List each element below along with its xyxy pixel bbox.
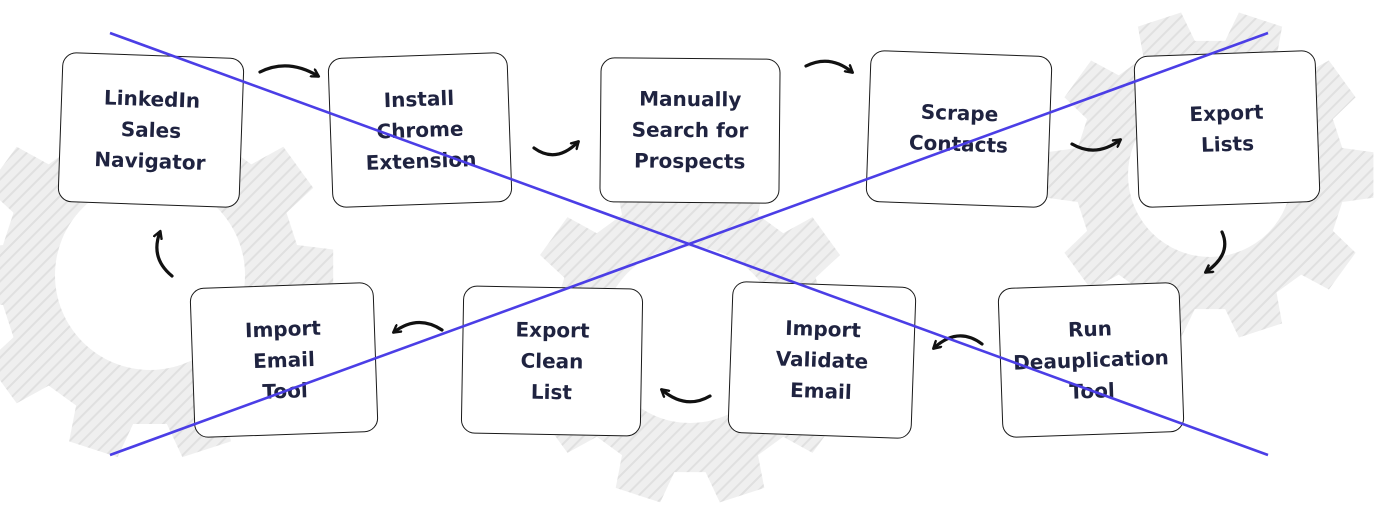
- step-linkedin-sales-navigator: LinkedIn Sales Navigator: [57, 51, 245, 209]
- step-label: Import Email Tool: [244, 315, 322, 404]
- step-export-clean-list: Export Clean List: [460, 285, 644, 437]
- step-export-lists: Export Lists: [1133, 49, 1321, 209]
- step-label: Export Clean List: [515, 316, 590, 404]
- step-manually-search-for-prospects: Manually Search for Prospects: [599, 57, 781, 204]
- step-run-deauplication-tool: Run Deauplication Tool: [997, 281, 1185, 439]
- step-label: Run Deauplication Tool: [1012, 315, 1170, 404]
- step-label: LinkedIn Sales Navigator: [93, 84, 206, 175]
- step-import-validate-email: Import Validate Email: [727, 280, 917, 440]
- step-import-email-tool: Import Email Tool: [189, 281, 379, 439]
- step-scrape-contacts: Scrape Contacts: [865, 49, 1053, 209]
- step-label: Manually Search for Prospects: [631, 86, 749, 174]
- step-label: Import Validate Email: [775, 315, 869, 404]
- step-label: Scrape Contacts: [908, 99, 1009, 158]
- step-label: Export Lists: [1189, 99, 1264, 157]
- step-label: Install Chrome Extension: [365, 85, 477, 175]
- step-install-chrome-extension: Install Chrome Extension: [327, 51, 513, 209]
